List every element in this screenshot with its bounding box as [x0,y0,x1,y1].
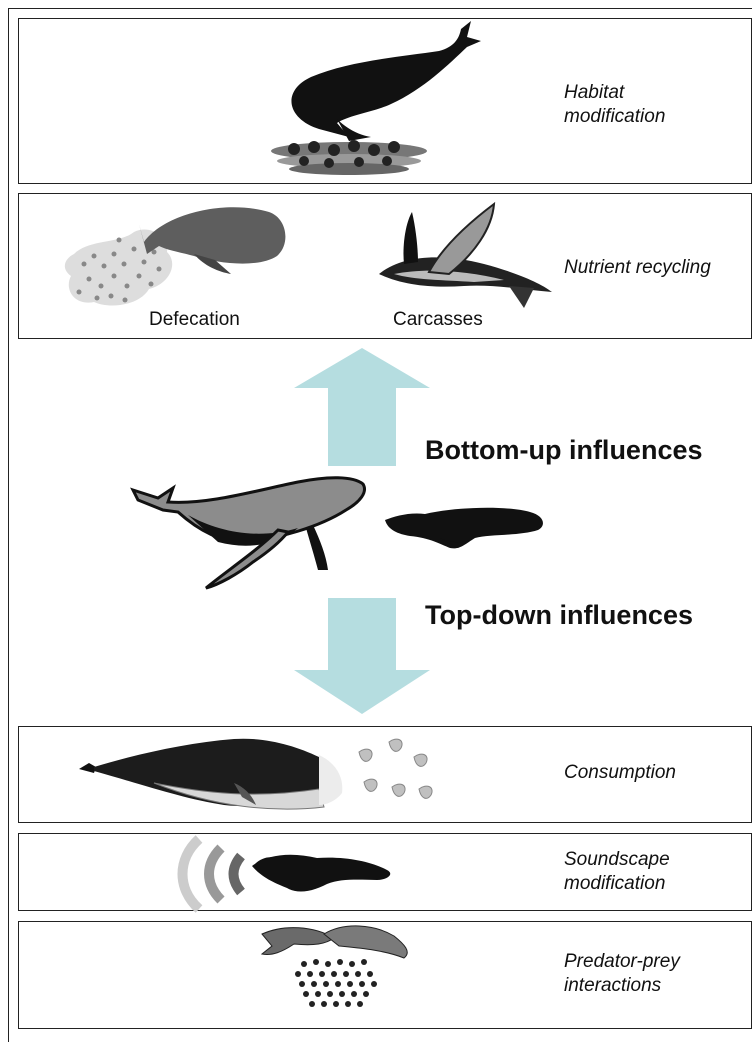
bottom-up-arrow [292,348,432,468]
panel-nutrient-recycling: Defecation Carcasses Nutrient recycling [18,193,752,339]
sperm-whale-defecation-icon [19,194,279,314]
bottom-up-label: Bottom-up influences [425,435,703,466]
sound-waves-icon [169,834,259,912]
consumption-label: Consumption [564,761,676,785]
soundscape-label-line1: Soundscape [564,849,670,870]
top-down-label: Top-down influences [425,600,693,631]
defecation-caption: Defecation [149,309,240,331]
whales-over-fish-icon [254,922,434,1022]
habitat-label-line1: Habitat [564,82,624,103]
predator-label-line2: interactions [564,975,661,996]
panel-habitat-modification: Habitat modification [18,18,752,184]
top-down-arrow [292,598,432,718]
carcasses-caption: Carcasses [393,309,483,331]
seal-icon [380,498,550,558]
blue-whale-feeding-icon [74,727,454,822]
whale-carcass-icon [374,204,564,314]
panel-soundscape-modification: Soundscape modification [18,833,752,911]
nutrient-recycling-label: Nutrient recycling [564,256,711,280]
seal-icon-soundscape [247,844,397,904]
humpback-whale-icon [128,470,378,610]
panel-predator-prey: Predator-prey interactions [18,921,752,1029]
predator-label-line1: Predator-prey [564,951,680,972]
soundscape-label-line2: modification [564,873,665,894]
panel-consumption: Consumption [18,726,752,823]
habitat-label-line2: modification [564,106,665,127]
